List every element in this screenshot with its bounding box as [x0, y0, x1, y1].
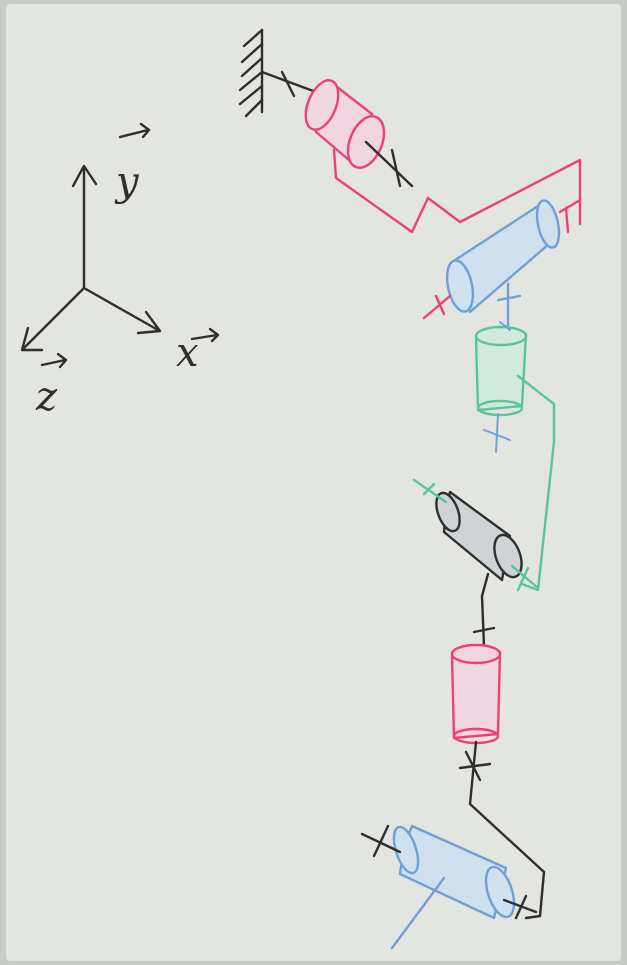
z-axis-label: z [35, 374, 58, 420]
x-axis-arrowhead [136, 310, 162, 335]
ground-hatch [238, 28, 264, 118]
joint-6-axis [360, 824, 538, 920]
z-label-arrow [40, 352, 68, 369]
joint-4-cylinder-back [435, 491, 461, 533]
joint-6-end-effector [390, 876, 446, 950]
joint-3-cylinder-top [474, 325, 528, 347]
y-axis-arrowhead [71, 164, 98, 188]
joint-4-ticks [472, 626, 496, 634]
x-axis [82, 286, 160, 332]
joint-5-cylinder-body [450, 650, 502, 740]
joint-5-pink [450, 643, 502, 745]
joint-2-blue [445, 199, 561, 334]
joint-2-axis-marks [422, 198, 582, 320]
fixed-base [238, 28, 318, 118]
base-tick [280, 70, 296, 98]
joint-4-axis [412, 478, 540, 592]
y-label-arrow [118, 122, 151, 139]
joint-5-link [458, 740, 546, 920]
joint-3-cylinder-bottom [476, 399, 524, 417]
axis-labels: y x z [35, 159, 199, 420]
joint-2-cylinder-end-left [445, 259, 475, 313]
base-link [260, 70, 318, 94]
joint-1-pink [304, 78, 582, 234]
x-axis-label: x [176, 330, 199, 376]
joint-5-cylinder-top [450, 643, 502, 665]
joint-4-cylinder-end [493, 533, 523, 579]
x-label-arrow [190, 327, 220, 343]
joint-6-cylinder-back [392, 825, 420, 875]
joint-6-cylinder-end [484, 865, 516, 919]
whiteboard-surface [6, 4, 621, 961]
joint-6-blue [390, 824, 516, 950]
joint-1-axis [364, 140, 414, 188]
y-axis-label: y [114, 159, 140, 205]
joint-2-cylinder-end-right [535, 199, 561, 249]
joint-1-link [332, 148, 582, 234]
z-axis-arrowhead [20, 326, 44, 352]
joint-3-green [474, 325, 556, 592]
coordinate-frame [20, 122, 220, 369]
z-axis [22, 286, 86, 350]
joint-1-cylinder-back [304, 79, 340, 131]
joint-2-ticks [496, 294, 522, 302]
joint-3-link [516, 374, 556, 592]
joint-3-axis [483, 321, 511, 453]
